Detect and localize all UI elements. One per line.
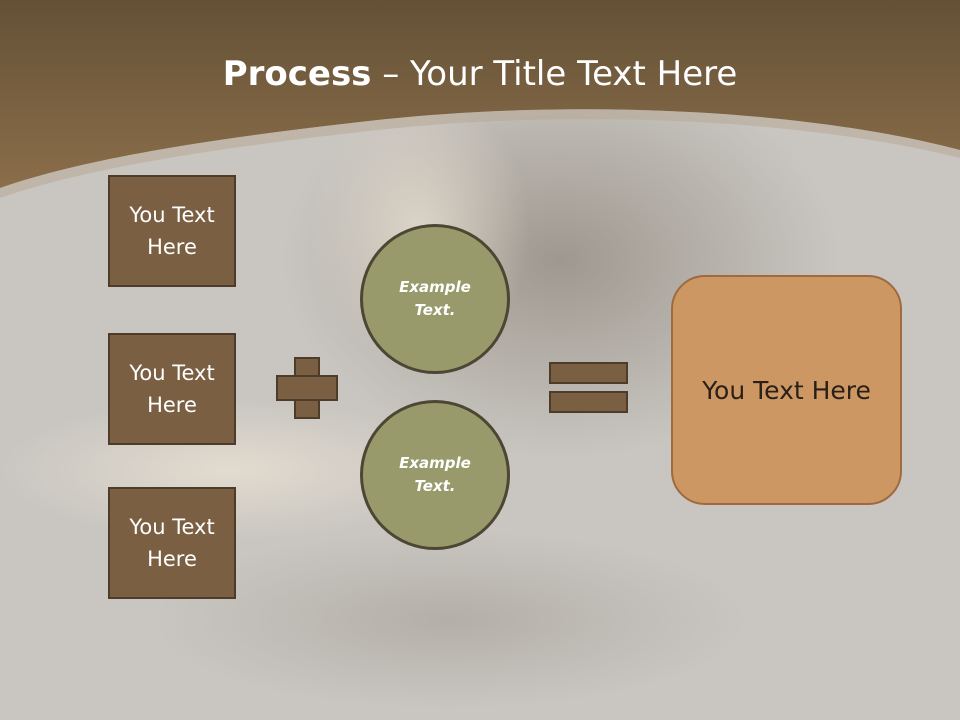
input-box-2[interactable]: You Text Here [108,333,236,445]
example-circle-2[interactable]: Example Text. [360,400,510,550]
title-bold: Process [222,54,372,94]
example-circle-2-label: Example Text. [399,454,471,495]
input-box-1-label: You Text Here [129,203,215,259]
input-box-2-label: You Text Here [129,361,215,417]
plus-center [296,377,318,399]
title-rest: – Your Title Text Here [371,54,738,94]
input-box-3-label: You Text Here [129,515,215,571]
input-box-1[interactable]: You Text Here [108,175,236,287]
result-box[interactable]: You Text Here [671,275,902,505]
equals-top-bar [549,362,628,384]
equals-bottom-bar [549,391,628,413]
example-circle-1[interactable]: Example Text. [360,224,510,374]
input-box-3[interactable]: You Text Here [108,487,236,599]
result-box-label: You Text Here [702,375,871,405]
example-circle-1-label: Example Text. [399,278,471,319]
slide-title: Process – Your Title Text Here [0,52,960,96]
